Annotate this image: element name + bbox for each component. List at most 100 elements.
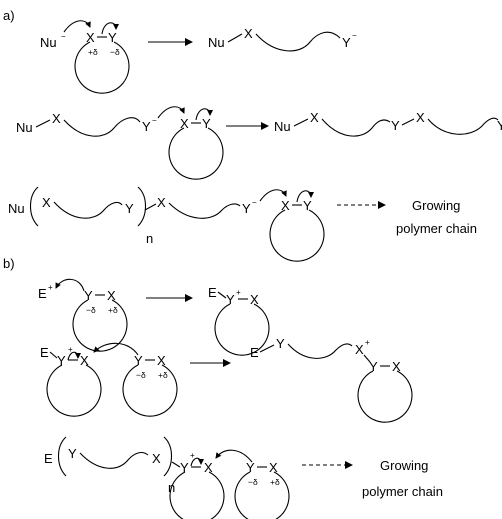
result-a-line1: Growing: [412, 198, 460, 213]
y-x-bond: [401, 118, 415, 126]
e-atom: E: [44, 451, 53, 466]
minus-charge: −: [152, 116, 157, 125]
x-atom: X: [281, 198, 290, 213]
nu-atom: Nu: [40, 35, 57, 50]
ring-arc: [214, 303, 270, 356]
y-atom: Y: [369, 359, 378, 374]
curved-arrow-y-to-x: [93, 342, 139, 356]
nu-atom: Nu: [8, 201, 25, 216]
minus-delta: −δ: [136, 370, 146, 380]
bracket-left: [29, 186, 39, 227]
x-atom: X: [204, 460, 213, 475]
curved-arrow-y-to-x: [157, 106, 185, 119]
y-atom: Y: [246, 460, 255, 475]
part-b-label: b): [3, 256, 15, 271]
y-atom: Y: [180, 460, 189, 475]
curved-arrow-nu-to-x: [63, 20, 91, 33]
curved-arrow-bond-to-y: [101, 22, 119, 35]
x-atom: X: [80, 353, 89, 368]
result-b-line1: Growing: [380, 458, 428, 473]
y-atom: Y: [226, 292, 235, 307]
chain-wave: [53, 201, 123, 219]
plus-charge: +: [68, 345, 73, 354]
minus-delta: −δ: [86, 305, 96, 315]
plus-charge: +: [236, 288, 241, 297]
e-atom: E: [38, 286, 47, 301]
curved-arrow-y-to-e: [55, 278, 85, 292]
repeat-n: n: [146, 231, 153, 246]
chain-wave: [255, 31, 341, 52]
x-atom: X: [157, 195, 166, 210]
plus-delta: +δ: [108, 305, 118, 315]
e-atom: E: [40, 345, 49, 360]
chain-wave: [321, 118, 391, 137]
x-y-bond: [363, 354, 371, 363]
e-atom: E: [250, 345, 259, 360]
bracket-right: [163, 436, 173, 477]
ring-arc: [122, 364, 178, 417]
x-atom: X: [310, 110, 319, 125]
curved-arrow-bond-to-y: [190, 457, 204, 467]
chain-wave: [168, 202, 241, 219]
plus-charge: +: [48, 283, 53, 292]
y-atom: Y: [202, 116, 211, 131]
y-atom: Y: [242, 201, 251, 216]
x-atom: X: [152, 451, 161, 466]
e-atom: E: [208, 285, 217, 300]
ring-arc: [72, 299, 128, 352]
nu-atom: Nu: [16, 120, 33, 135]
ring-arc: [357, 370, 413, 423]
nu-x-bond: [227, 33, 243, 43]
x-atom: X: [107, 288, 116, 303]
curved-arrow-y-to-x: [259, 189, 287, 202]
ring-arc: [74, 41, 130, 94]
minus-charge: −: [352, 31, 357, 40]
e-y-bond: [49, 351, 58, 359]
x-atom: X: [416, 110, 425, 125]
ring-arc: [234, 471, 290, 519]
y-atom: Y: [84, 288, 93, 303]
x-atom: X: [86, 30, 95, 45]
result-b-line2: polymer chain: [362, 484, 443, 499]
e-y-bond: [259, 344, 275, 353]
x-atom: X: [52, 111, 61, 126]
e-y-bond: [217, 291, 227, 299]
nu-x-bond: [35, 119, 51, 128]
minus-delta: −δ: [110, 47, 120, 57]
x-atom: X: [180, 116, 189, 131]
minus-charge: −: [61, 32, 66, 41]
curved-arrow-y-to-x: [215, 449, 253, 463]
chain-wave: [63, 117, 141, 137]
part-a-label: a): [3, 8, 15, 23]
plus-charge: +: [365, 338, 370, 347]
x-atom: X: [355, 342, 364, 357]
y-atom: Y: [57, 353, 66, 368]
x-atom: X: [250, 292, 259, 307]
chain-wave: [79, 451, 149, 469]
plus-delta: +δ: [270, 477, 280, 487]
y-atom: Y: [134, 353, 143, 368]
x-y-bond: [171, 461, 181, 468]
nu-atom: Nu: [208, 35, 225, 50]
x-atom: X: [392, 359, 401, 374]
nu-x-bond: [293, 118, 309, 127]
ring-arc: [46, 364, 102, 417]
x-atom: X: [269, 460, 278, 475]
chain-wave: [427, 117, 499, 135]
minus-charge: −: [252, 198, 257, 207]
chain-wave: [287, 343, 353, 359]
minus-delta: −δ: [248, 477, 258, 487]
y-atom: Y: [142, 119, 151, 134]
y-atom: Y: [108, 30, 117, 45]
ring-arc: [269, 209, 325, 262]
x-atom: X: [42, 195, 51, 210]
y-atom: Y: [276, 336, 285, 351]
y-atom: Y: [497, 118, 502, 133]
plus-charge: +: [190, 451, 195, 460]
bracket-left: [57, 436, 67, 477]
curved-arrow-bond-to-y: [67, 351, 81, 361]
curved-arrow-bond-to-y: [195, 108, 213, 121]
y-x-bond: [144, 203, 157, 211]
